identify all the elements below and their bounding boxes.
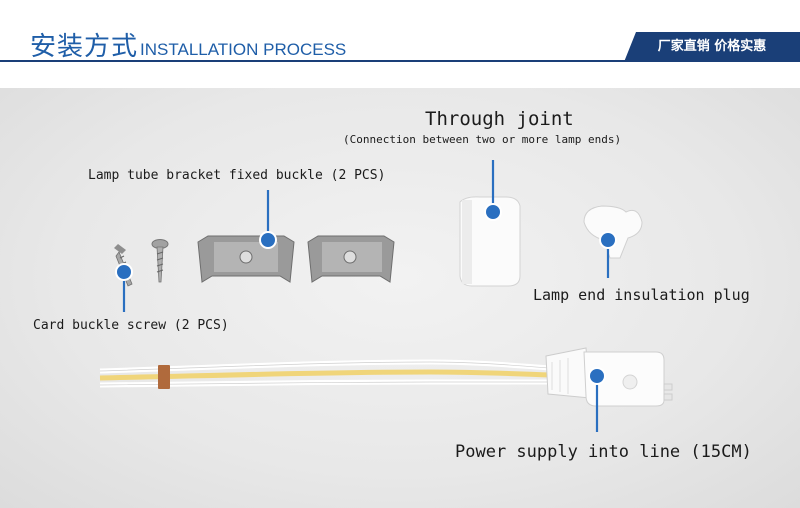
title-english: INSTALLATION PROCESS (140, 40, 347, 59)
label-screw: Card buckle screw (2 PCS) (33, 318, 229, 333)
bracket-clip-1 (197, 235, 295, 283)
callout-markers (115, 203, 617, 385)
end-insulation-plug (583, 205, 643, 259)
marker-bracket (259, 231, 277, 249)
marker-plug (599, 231, 617, 249)
label-bracket-buckle: Lamp tube bracket fixed buckle (2 PCS) (88, 168, 386, 183)
label-end-plug: Lamp end insulation plug (533, 286, 750, 304)
marker-through (484, 203, 502, 221)
power-cable (99, 347, 673, 407)
title-chinese: 安装方式 (30, 32, 139, 62)
marker-power (588, 367, 606, 385)
label-through-joint-note: (Connection between two or more lamp end… (343, 133, 622, 146)
label-through-joint: Through joint (425, 108, 574, 130)
promo-tag: 厂家直销 价格实惠 (624, 32, 800, 62)
screw-2 (151, 239, 169, 283)
marker-screw (115, 263, 133, 281)
label-power-line: Power supply into line (15CM) (455, 442, 752, 462)
product-photo (0, 88, 800, 508)
bracket-clip-2 (307, 235, 395, 283)
header-divider (0, 60, 800, 62)
through-joint (459, 196, 521, 287)
